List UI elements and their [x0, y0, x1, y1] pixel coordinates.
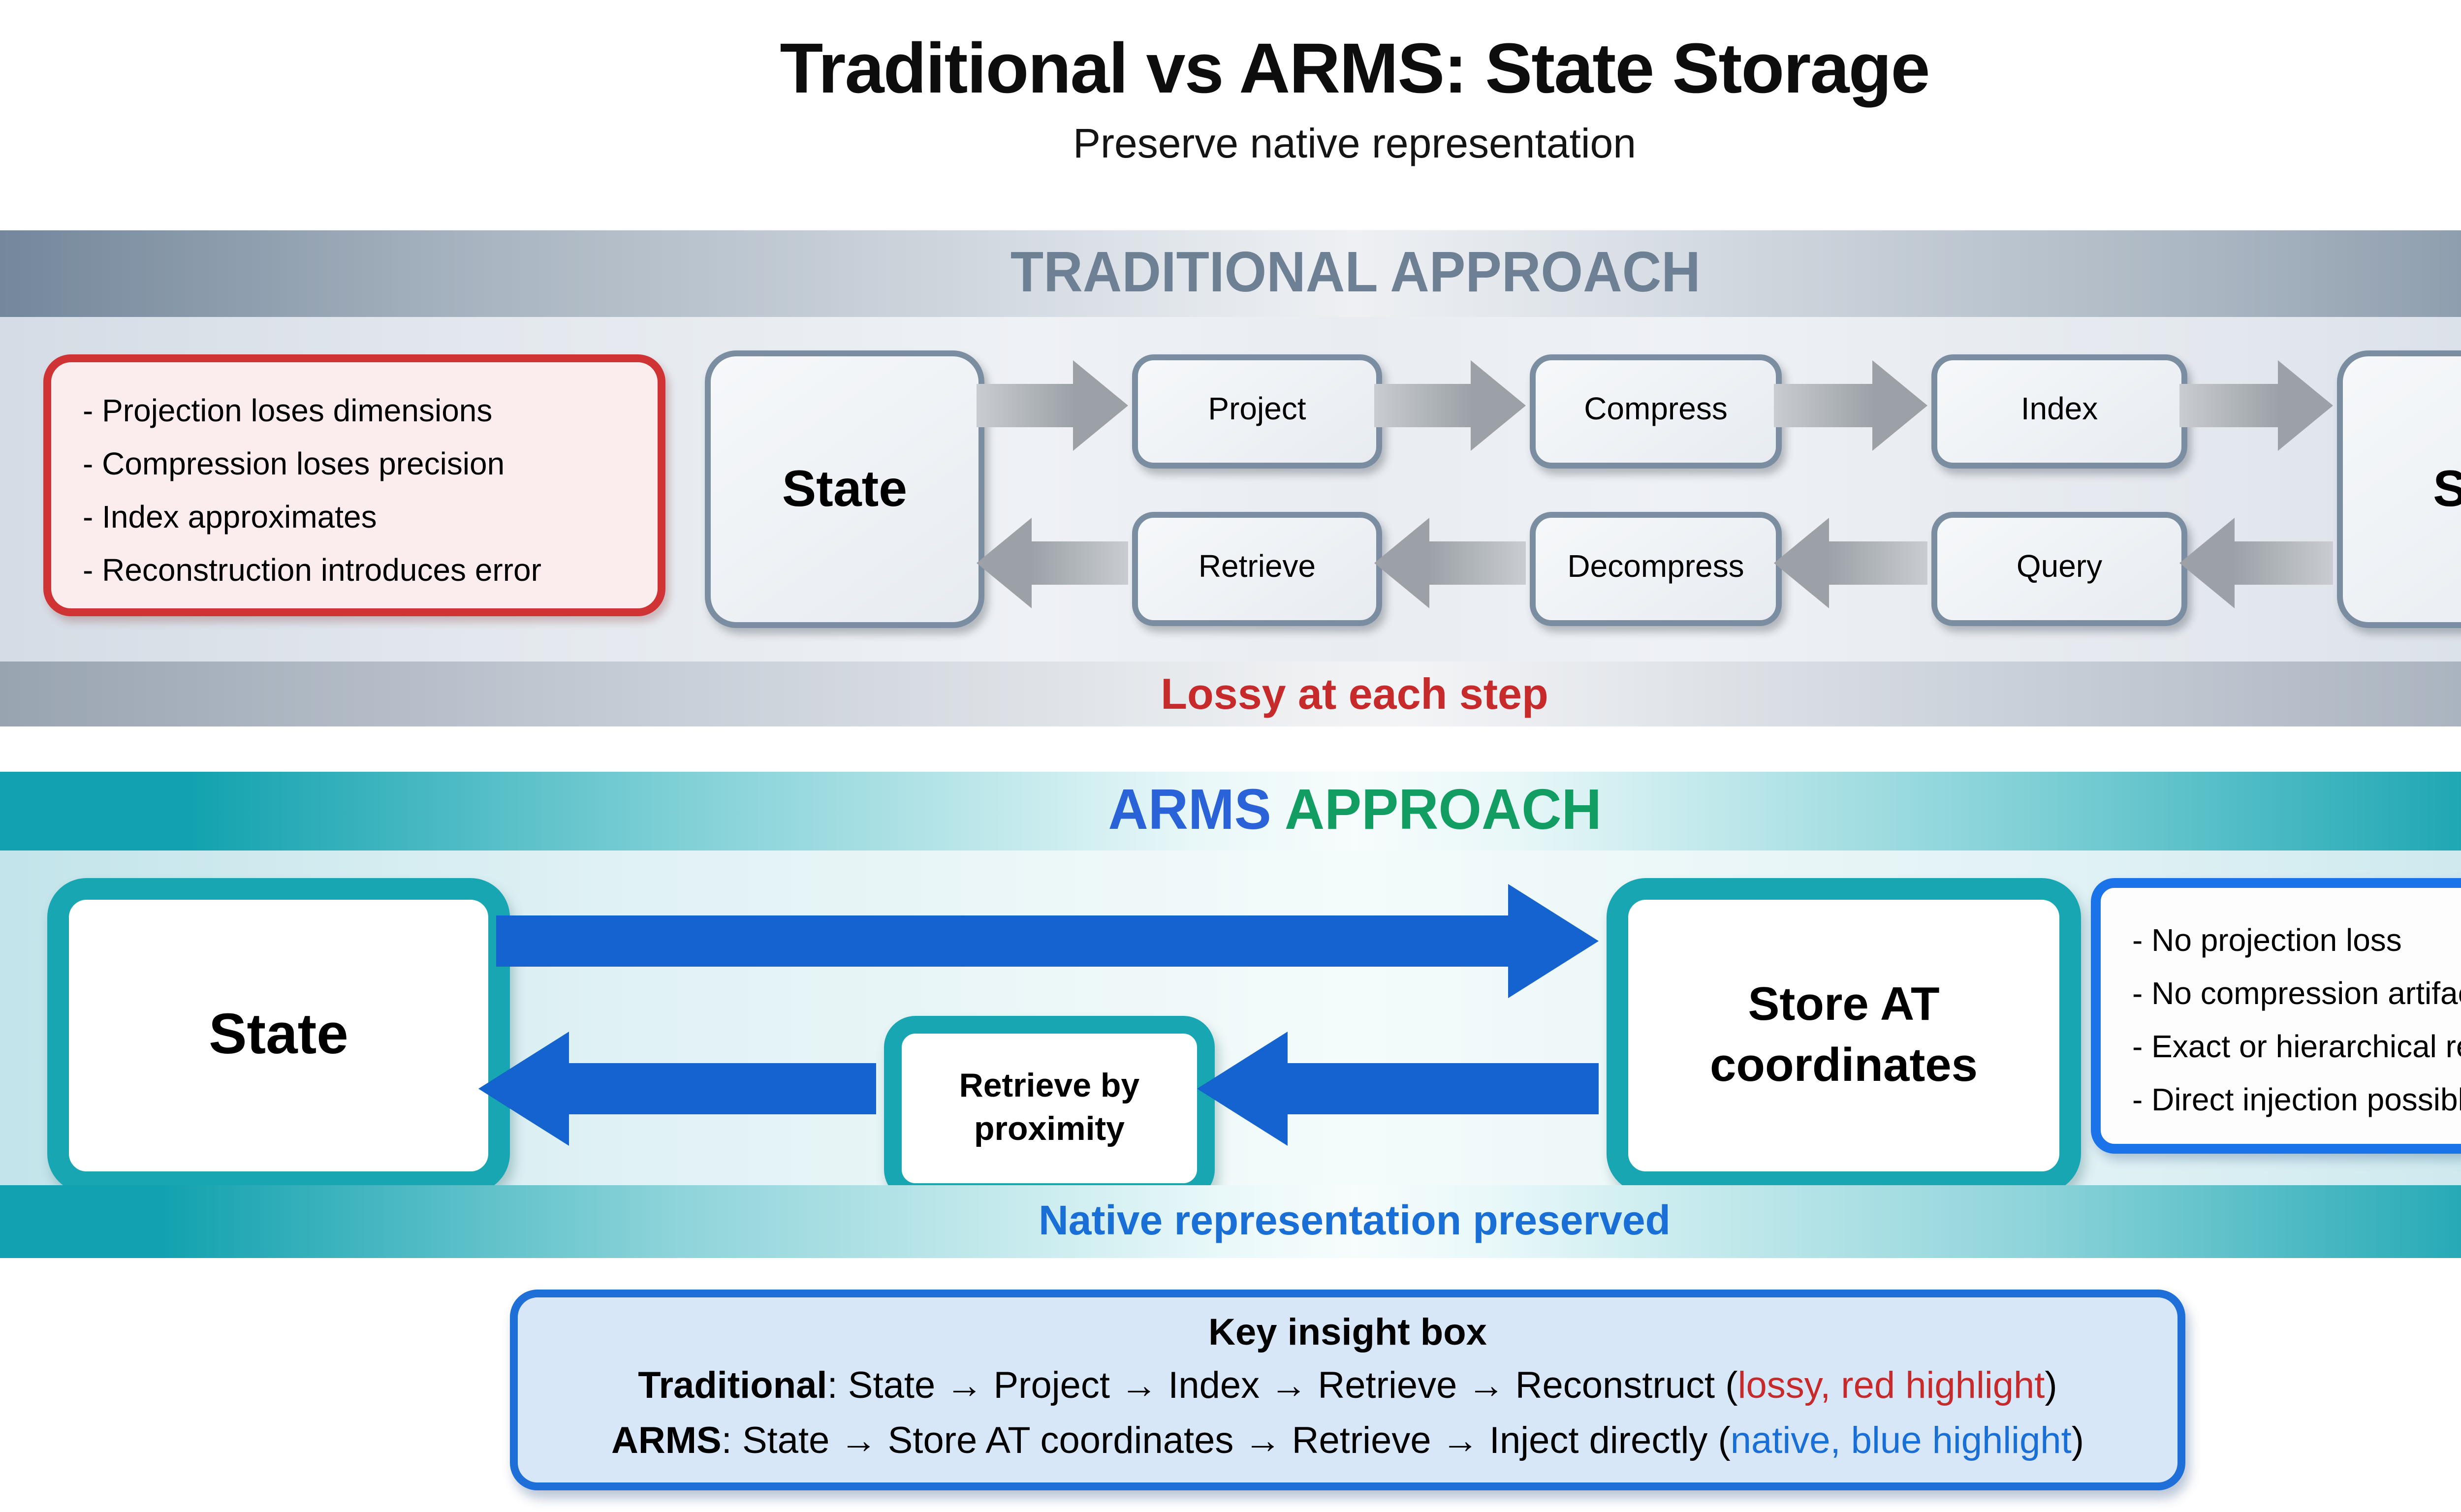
arms-benefits-box: - No projection loss - No compression ar… — [2091, 878, 2461, 1154]
arrow-right-icon — [1774, 360, 1927, 451]
traditional-store-label: Store — [2433, 459, 2461, 520]
blue-arrow-left-icon — [1197, 1032, 1599, 1146]
traditional-state-label: State — [782, 459, 908, 518]
arms-store-label-line2: coordinates — [1709, 1040, 1978, 1093]
key-line2-mid: : State → Store AT coordinates → Retriev… — [721, 1421, 1731, 1463]
key-insight-title: Key insight box — [1208, 1313, 1487, 1354]
issue-item: - Projection loses dimensions — [83, 396, 493, 429]
arms-header-label: ARMS APPROACH — [1108, 779, 1601, 844]
arrow-left-icon — [2179, 518, 2333, 608]
benefit-item: - Direct injection possible — [2132, 1085, 2461, 1118]
traditional-store-node: Store — [2337, 350, 2461, 628]
arms-header-word1: ARMS — [1107, 779, 1271, 842]
traditional-retrieve-label: Retrieve — [1198, 551, 1316, 585]
traditional-query-node: Query — [1931, 512, 2187, 626]
arms-footer-label: Native representation preserved — [1039, 1198, 1671, 1243]
issue-item: - Compression loses precision — [83, 449, 505, 482]
blue-arrow-left-icon — [478, 1032, 876, 1146]
traditional-project-label: Project — [1208, 394, 1306, 427]
arms-retrieve-node: Retrieve by proximity — [884, 1016, 1215, 1201]
arrow-right-icon — [977, 360, 1128, 451]
traditional-index-label: Index — [2020, 394, 2098, 427]
traditional-header-label: TRADITIONAL APPROACH — [1009, 241, 1700, 304]
arms-store-label-line1: Store AT — [1748, 978, 1940, 1032]
key-line1-highlight: lossy, red highlight — [1737, 1366, 2045, 1408]
benefit-item: - No projection loss — [2132, 925, 2402, 959]
key-line1-lead: Traditional — [638, 1366, 827, 1408]
key-line1-mid: : State → Project → Index → Retrieve → R… — [827, 1366, 1738, 1408]
key-line1-close: ) — [2045, 1366, 2057, 1408]
page-subtitle: Preserve native representation — [1073, 122, 1636, 167]
arrow-left-icon — [1774, 518, 1927, 608]
traditional-compress-node: Compress — [1530, 354, 1782, 469]
arms-section-header: ARMS APPROACH — [0, 772, 2461, 850]
traditional-compress-label: Compress — [1584, 394, 1728, 427]
traditional-project-node: Project — [1132, 354, 1382, 469]
arms-footer-band: Native representation preserved — [0, 1185, 2461, 1258]
arrow-right-icon — [2179, 360, 2333, 451]
key-line2-close: ) — [2071, 1421, 2084, 1463]
traditional-retrieve-node: Retrieve — [1132, 512, 1382, 626]
traditional-footer-band: Lossy at each step — [0, 662, 2461, 726]
page-title: Traditional vs ARMS: State Storage — [780, 28, 1930, 108]
issue-item: - Index approximates — [83, 502, 377, 536]
key-line2-lead: ARMS — [611, 1421, 722, 1463]
traditional-decompress-label: Decompress — [1567, 551, 1744, 585]
traditional-footer-label: Lossy at each step — [1161, 668, 1548, 718]
traditional-section-header: TRADITIONAL APPROACH — [0, 230, 2461, 317]
arms-retrieve-label-line1: Retrieve by — [959, 1067, 1140, 1104]
key-insight-box: Key insight box Traditional: State → Pro… — [510, 1290, 2185, 1490]
key-insight-line-traditional: Traditional: State → Project → Index → R… — [518, 1360, 2177, 1416]
arms-retrieve-label-line2: proximity — [974, 1110, 1125, 1148]
arms-state-node: State — [47, 878, 510, 1193]
traditional-query-label: Query — [2016, 551, 2103, 585]
key-insight-line-arms: ARMS: State → Store AT coordinates → Ret… — [518, 1416, 2177, 1471]
benefit-item: - Exact or hierarchical retrieval — [2132, 1032, 2461, 1065]
issue-item: - Reconstruction introduces error — [83, 555, 541, 589]
arrow-left-icon — [977, 518, 1128, 608]
key-line2-highlight: native, blue highlight — [1730, 1421, 2072, 1463]
traditional-state-node: State — [705, 350, 984, 628]
arrow-right-icon — [1374, 360, 1526, 451]
arms-store-node: Store AT coordinates — [1607, 878, 2081, 1193]
blue-arrow-right-icon — [496, 884, 1599, 998]
benefit-item: - No compression artifacts — [2132, 978, 2461, 1012]
arms-state-label: State — [209, 1003, 348, 1066]
traditional-decompress-node: Decompress — [1530, 512, 1782, 626]
arrow-left-icon — [1374, 518, 1526, 608]
traditional-issues-box: - Projection loses dimensions - Compress… — [43, 354, 665, 616]
arms-header-word2: APPROACH — [1284, 779, 1602, 842]
traditional-index-node: Index — [1931, 354, 2187, 469]
